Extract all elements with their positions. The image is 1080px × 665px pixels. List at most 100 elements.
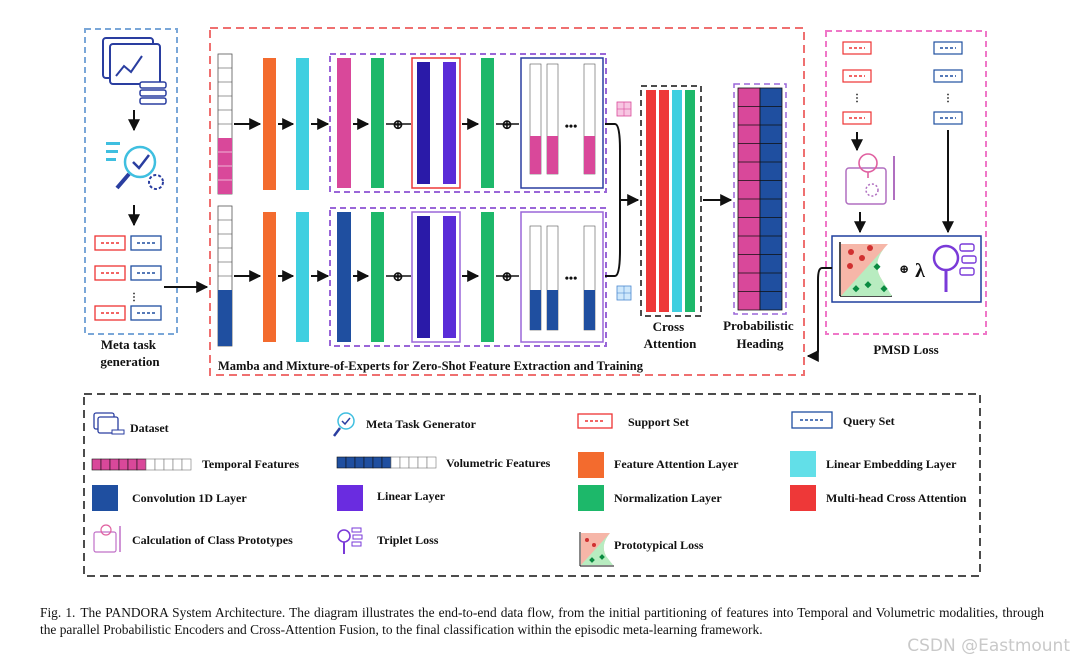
probabilistic-heading-block bbox=[733, 83, 787, 315]
pmsd-query-column: ⋮ bbox=[933, 41, 963, 125]
normalization-layer-1 bbox=[371, 58, 384, 188]
legend-cross-attention-swatch bbox=[790, 485, 816, 511]
cross-attention-head-3 bbox=[672, 90, 682, 312]
legend-support-set-label: Support Set bbox=[628, 415, 689, 429]
expert-stacks-volumetric: ••• bbox=[529, 225, 596, 331]
pmsd-loss-label: PMSD Loss bbox=[873, 342, 938, 357]
linear-embedding-layer bbox=[296, 58, 309, 190]
add-op: ⊕ bbox=[392, 118, 404, 133]
legend-temporal-label: Temporal Features bbox=[202, 457, 299, 471]
legend-linear-embedding-label: Linear Embedding Layer bbox=[826, 457, 957, 471]
probabilistic-heading-label: Probabilistic Heading bbox=[723, 318, 797, 351]
normalization-layer-1 bbox=[371, 212, 384, 342]
query-set-icon bbox=[130, 265, 162, 281]
svg-text:⋮: ⋮ bbox=[852, 93, 862, 104]
feature-cell bbox=[181, 458, 192, 471]
query-set-icon bbox=[933, 111, 963, 125]
support-set-icon bbox=[94, 265, 126, 281]
legend-dataset-label: Dataset bbox=[130, 421, 169, 435]
legend-normalization-label: Normalization Layer bbox=[614, 491, 722, 505]
feature-cell bbox=[154, 458, 165, 471]
lambda-symbol: λ bbox=[915, 260, 925, 282]
main-panel bbox=[209, 27, 805, 376]
cube-icon-blue bbox=[616, 285, 632, 301]
temporal-input-stack bbox=[217, 53, 233, 195]
support-set-icon bbox=[94, 235, 126, 251]
legend-class-prototypes-icon bbox=[93, 524, 121, 553]
dataset-icon bbox=[102, 37, 167, 105]
legend-linear-layer-swatch bbox=[337, 485, 363, 511]
meta-task-generator-icon bbox=[106, 142, 164, 190]
feature-cell bbox=[408, 456, 419, 469]
svg-text:•••: ••• bbox=[565, 271, 578, 285]
feature-cell bbox=[336, 456, 347, 469]
cross-attention-head-4 bbox=[685, 90, 695, 312]
pmsd-panel bbox=[825, 30, 987, 335]
feature-attention-layer bbox=[263, 58, 276, 190]
normalization-layer-2 bbox=[481, 212, 494, 342]
legend-meta-generator-label: Meta Task Generator bbox=[366, 417, 477, 431]
feature-cell bbox=[91, 458, 102, 471]
legend-triplet-loss-icon bbox=[337, 527, 363, 554]
support-set-icon bbox=[842, 41, 872, 55]
legend-prototypical-loss-label: Prototypical Loss bbox=[614, 538, 704, 552]
legend-box bbox=[83, 393, 981, 577]
conv1d-layer-temporal bbox=[337, 58, 351, 188]
experts-block-volumetric bbox=[520, 211, 604, 343]
legend-triplet-loss-label: Triplet Loss bbox=[377, 533, 439, 547]
volumetric-input-stack bbox=[217, 205, 233, 347]
support-set-icon bbox=[842, 69, 872, 83]
legend-linear-layer-label: Linear Layer bbox=[377, 489, 446, 503]
plus-op: ⊕ bbox=[899, 262, 909, 276]
meta-task-label: Meta task generation bbox=[100, 337, 160, 369]
cross-attention-label: Cross Attention bbox=[644, 319, 697, 351]
legend-conv1d-swatch bbox=[92, 485, 118, 511]
svg-text:⋮: ⋮ bbox=[943, 93, 953, 104]
query-set-icon bbox=[130, 305, 162, 321]
watermark: CSDN @Eastmount bbox=[907, 636, 1070, 656]
feature-cell bbox=[354, 456, 365, 469]
linear-block-outline bbox=[411, 57, 461, 189]
legend-feature-attention-label: Feature Attention Layer bbox=[614, 457, 739, 471]
linear-layer-b bbox=[443, 216, 456, 338]
support-set-icon bbox=[94, 305, 126, 321]
svg-text:•••: ••• bbox=[565, 119, 578, 133]
pmsd-support-column: ⋮ bbox=[842, 41, 872, 125]
feature-cell bbox=[136, 458, 147, 471]
legend-meta-generator-icon bbox=[333, 412, 355, 437]
query-set-icon bbox=[933, 41, 963, 55]
legend-support-set-icon bbox=[577, 413, 613, 429]
legend-volumetric-label: Volumetric Features bbox=[446, 456, 551, 470]
feature-cell bbox=[363, 456, 374, 469]
temporal-branch: ⊕ ⊕ ••• bbox=[217, 53, 607, 195]
experts-block-temporal bbox=[520, 57, 604, 189]
query-set-icon bbox=[933, 69, 963, 83]
feature-cell bbox=[417, 456, 428, 469]
probabilistic-heading-rows bbox=[738, 106, 782, 292]
add-op: ⊕ bbox=[501, 118, 513, 133]
legend-query-set-label: Query Set bbox=[843, 414, 895, 428]
add-op: ⊕ bbox=[501, 270, 513, 285]
feature-cell bbox=[100, 458, 111, 471]
prototypical-loss-icon bbox=[839, 242, 892, 297]
linear-layer-a bbox=[417, 62, 430, 184]
linear-layer-b bbox=[443, 62, 456, 184]
feature-cell bbox=[372, 456, 383, 469]
feature-cell bbox=[172, 458, 183, 471]
expert-stacks-temporal: ••• bbox=[529, 63, 596, 175]
legend-class-prototypes-label: Calculation of Class Prototypes bbox=[132, 533, 293, 547]
legend-linear-embedding-swatch bbox=[790, 451, 816, 477]
feature-cell bbox=[109, 458, 120, 471]
legend-normalization-swatch bbox=[578, 485, 604, 511]
conv1d-layer-volumetric bbox=[337, 212, 351, 342]
architecture-diagram: ⋮ Meta task generation Mamba and Mixture… bbox=[83, 27, 987, 577]
legend-dataset-icon bbox=[93, 412, 125, 435]
legend-conv1d-label: Convolution 1D Layer bbox=[132, 491, 247, 505]
triplet-loss-icon bbox=[932, 243, 977, 292]
feature-cell bbox=[426, 456, 437, 469]
arrow-loss-feedback bbox=[806, 267, 832, 362]
main-panel-title: Mamba and Mixture-of-Experts for Zero-Sh… bbox=[218, 359, 644, 373]
arrow-volumetric-merge bbox=[605, 200, 621, 277]
meta-sets-grid: ⋮ bbox=[94, 235, 162, 321]
feature-cell bbox=[399, 456, 410, 469]
